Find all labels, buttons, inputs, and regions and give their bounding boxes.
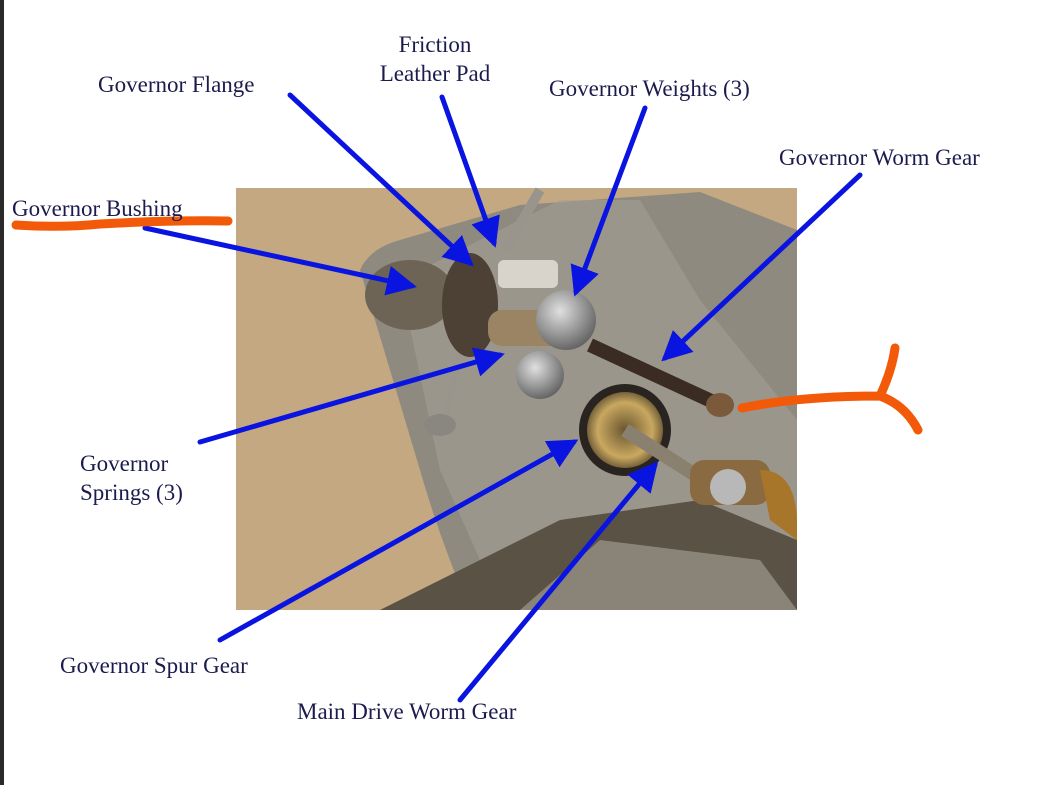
label-springs-line1: Governor [80,451,169,476]
label-governor-weights: Governor Weights (3) [549,76,750,101]
arrow-governor-flange [287,92,474,267]
orange-pointer-annotation [737,343,923,435]
label-governor-bushing: Governor Bushing [12,196,183,221]
arrow-governor-springs [197,347,505,445]
label-friction-line1: Friction [398,32,472,57]
label-springs-line2: Springs (3) [80,480,183,505]
arrow-governor-worm-gear [661,172,863,362]
label-governor-spur-gear: Governor Spur Gear [60,653,248,678]
label-main-drive-worm-gear: Main Drive Worm Gear [297,699,517,724]
arrow-friction-leather-pad [439,94,500,248]
window-edge [0,0,4,785]
arrow-main-drive-worm-gear [457,461,659,703]
orange-underline-annotation [11,216,233,231]
arrow-governor-spur-gear [217,439,579,643]
label-governor-flange: Governor Flange [98,72,255,97]
label-governor-worm-gear: Governor Worm Gear [779,145,980,170]
label-governor-springs: Governor Springs (3) [80,449,183,507]
arrow-governor-bushing [142,225,417,296]
mechanism-photo [236,187,797,610]
label-friction-line2: Leather Pad [379,61,491,86]
arrow-governor-weights [570,105,648,297]
label-friction-leather-pad: Friction Leather Pad [360,30,510,88]
